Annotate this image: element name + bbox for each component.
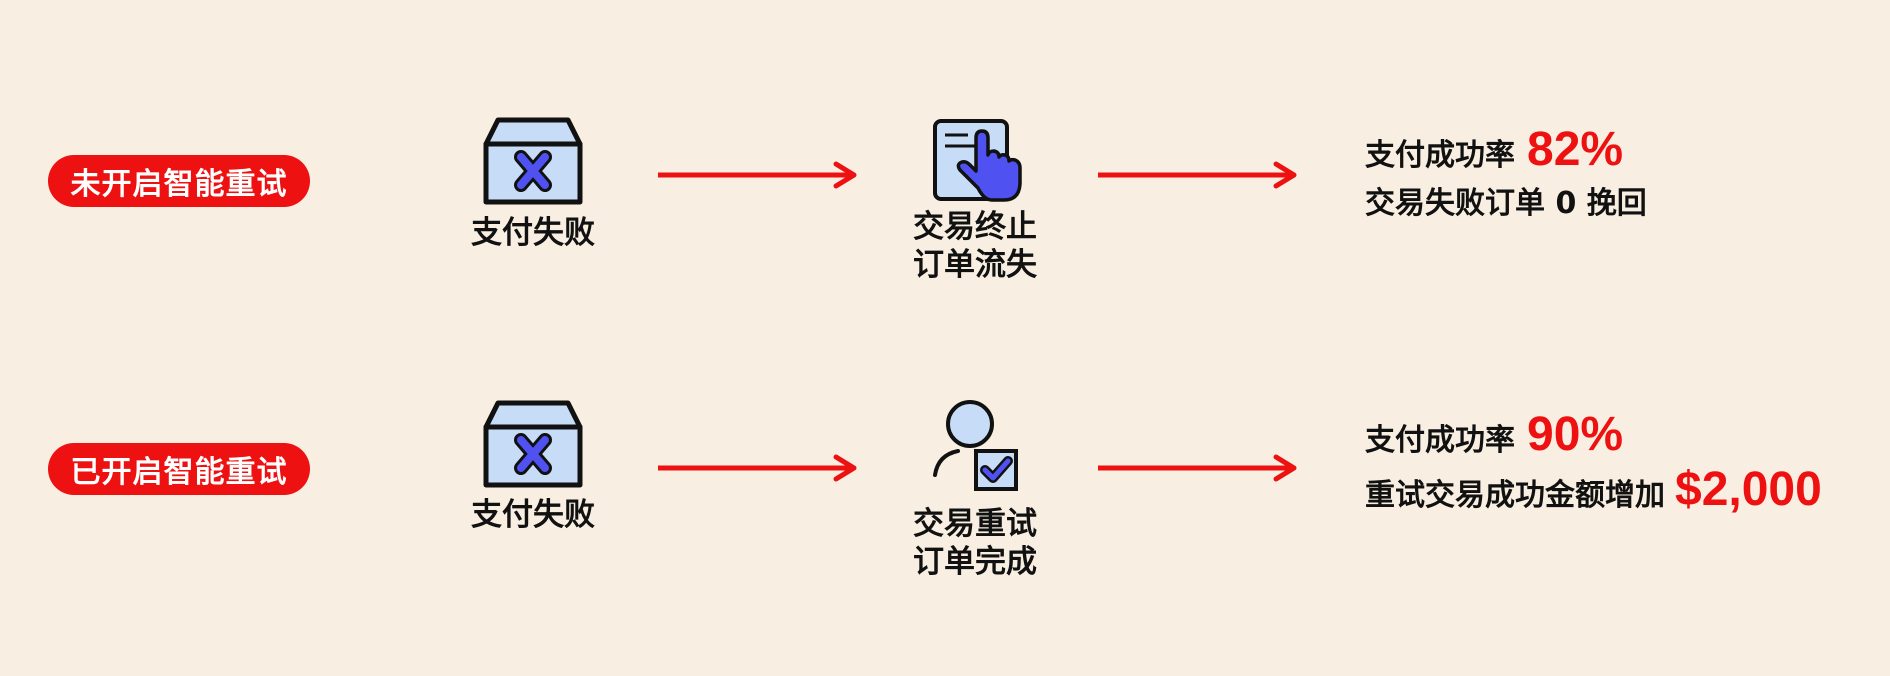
arrow-right-icon: [658, 454, 857, 482]
step-label-line2: 订单完成: [913, 544, 1037, 580]
status-pill-disabled: 未开启智能重试: [48, 155, 310, 207]
arrow-right-icon: [658, 161, 857, 189]
step-label-line2: 订单流失: [913, 247, 1037, 283]
failed-box-icon: [482, 116, 584, 210]
result-label: 支付成功率: [1365, 138, 1515, 173]
failed-box-icon: [482, 399, 584, 493]
arrow-right-icon: [1098, 454, 1297, 482]
step-label-transaction-retried: 交易重试 订单完成: [895, 505, 1055, 581]
success-rate-value: 82%: [1527, 123, 1624, 176]
result-recovered-orders: 交易失败订单 0 挽回: [1365, 178, 1647, 222]
result-success-rate: 支付成功率 82%: [1365, 122, 1623, 177]
success-rate-value: 90%: [1527, 408, 1624, 461]
document-tap-icon: [932, 118, 1024, 208]
result-retry-amount: 重试交易成功金额增加 $2,000: [1365, 462, 1822, 517]
arrow-right-icon: [1098, 161, 1297, 189]
result-label: 交易失败订单 0 挽回: [1365, 186, 1647, 221]
result-success-rate: 支付成功率 90%: [1365, 407, 1623, 462]
user-check-icon: [930, 399, 1026, 497]
step-label-line1: 交易重试: [913, 506, 1037, 542]
step-label-payment-failed: 支付失败: [471, 497, 595, 533]
step-label-payment-failed: 支付失败: [471, 215, 595, 251]
retry-amount-value: $2,000: [1675, 463, 1822, 516]
step-label-transaction-terminated: 交易终止 订单流失: [895, 208, 1055, 284]
step-label-line1: 交易终止: [913, 209, 1037, 245]
status-pill-enabled: 已开启智能重试: [48, 443, 310, 495]
result-label: 支付成功率: [1365, 423, 1515, 458]
result-label: 重试交易成功金额增加: [1365, 478, 1665, 513]
